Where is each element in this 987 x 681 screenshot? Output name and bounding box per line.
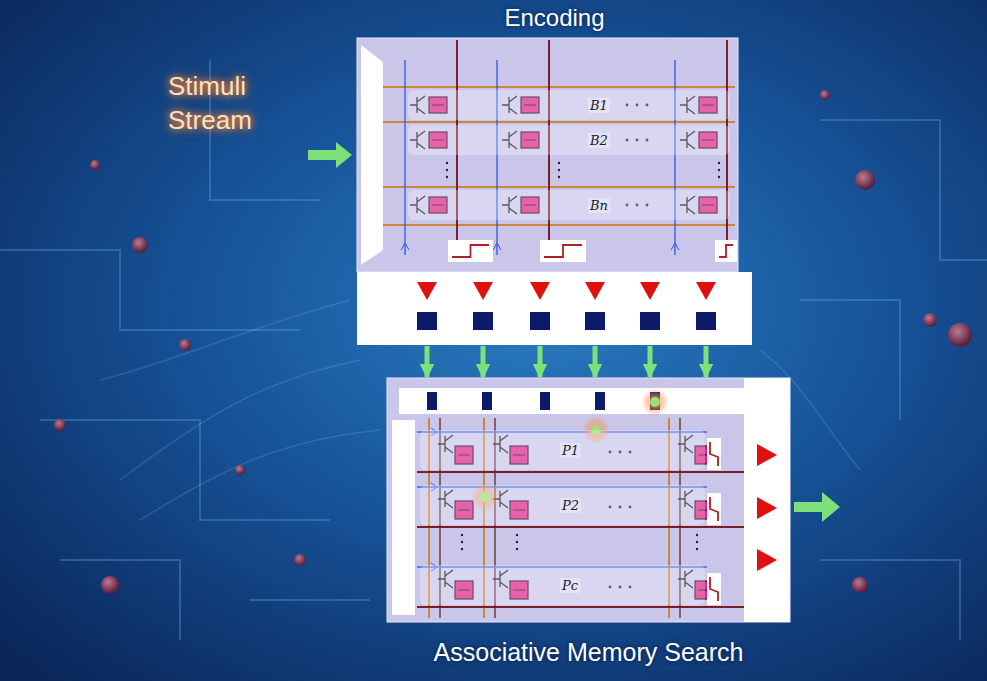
encoding-row: B2 [408,125,730,155]
ellipsis-dot [461,548,463,550]
array-panel [387,378,790,622]
comparator-triangle [585,282,605,300]
data-flow-arrow [425,346,430,377]
sense-line [417,606,744,608]
input-multiplexer [361,45,383,265]
threshold-box [540,240,586,262]
comparator-triangle [473,282,493,300]
ellipsis-dot [516,548,518,550]
threshold-box [707,438,721,470]
threshold-box [707,573,721,605]
ellipsis-dot [558,176,560,178]
word-line [383,224,735,226]
input-arrow [308,142,352,168]
register-bit [530,312,550,330]
threshold-step [710,577,718,601]
input-label: Stimuli Stream [168,70,308,138]
ellipsis-dot [446,169,448,171]
encoding-row: B1 [408,90,730,120]
activation-glow [641,388,669,416]
output-band [744,378,790,622]
data-flow-arrow [704,346,709,377]
encoding-array: EncodingB1B2Bn [357,0,752,345]
row-driver [392,420,415,615]
activation-dot [650,397,660,407]
ellipsis-dot [696,548,698,550]
word-line [383,121,735,123]
register-bit [696,312,716,330]
threshold-step [719,245,733,257]
panel-title: Associative Memory Search [434,638,744,667]
ellipsis-dot [718,162,720,164]
memory-row: P2 [420,485,705,525]
threshold-box [715,240,737,262]
output-band [357,272,752,345]
query-bit [427,392,437,410]
data-flow-arrow [481,346,486,377]
sense-line [417,526,744,528]
word-line [383,86,735,88]
query-bit [540,392,550,410]
comparator-triangle [417,282,437,300]
ellipsis-dot [516,534,518,536]
winner-triangle [757,549,777,571]
row-label: P1 [560,443,581,458]
register-bit [473,312,493,330]
ellipsis-dot [696,534,698,536]
sense-line [404,60,405,255]
sense-arrow [401,243,409,250]
query-register [399,388,744,414]
ellipsis-dot [516,541,518,543]
winner-triangle [757,444,777,466]
register-bit [640,312,660,330]
associative-memory-array: Associative Memory Search P1P2Pc [387,378,790,678]
threshold-step [710,442,718,466]
memory-row: Pc [420,565,705,605]
panel-title: Encoding [504,4,604,32]
array-illustration [387,378,790,678]
sense-line [417,471,744,473]
row-label: Bn [588,198,610,213]
ellipsis-dot [558,162,560,164]
ellipsis-dot [696,541,698,543]
data-flow-arrow [648,346,653,377]
comparator-triangle [530,282,550,300]
ellipsis-dot [718,176,720,178]
sense-arrow [671,243,679,250]
comparator-triangle [696,282,716,300]
row-label: P2 [560,498,581,513]
register-bit [585,312,605,330]
word-line [383,186,735,188]
ellipsis-dot [446,176,448,178]
sense-arrow [493,243,501,250]
ellipsis-dot [718,169,720,171]
threshold-step [710,497,718,521]
row-label: Pc [560,578,580,593]
query-bit [595,392,605,410]
threshold-step [452,245,489,257]
data-flow-arrow [538,346,543,377]
row-label: B1 [588,98,610,113]
query-bit [482,392,492,410]
array-illustration [357,0,752,345]
ellipsis-dot [461,541,463,543]
data-flow-arrow [593,346,598,377]
encoding-row: Bn [408,190,730,220]
threshold-box [448,240,493,262]
threshold-box [707,493,721,525]
ellipsis-dot [461,534,463,536]
array-panel [357,38,738,272]
comparator-triangle [640,282,660,300]
ellipsis-dot [446,162,448,164]
threshold-step [544,245,582,257]
row-label: B2 [588,133,610,148]
ellipsis-dot [558,169,560,171]
memory-row: P1 [420,430,705,470]
winner-triangle [757,497,777,519]
output-arrow [794,492,840,522]
register-bit [417,312,437,330]
circuit-traces [0,60,987,640]
